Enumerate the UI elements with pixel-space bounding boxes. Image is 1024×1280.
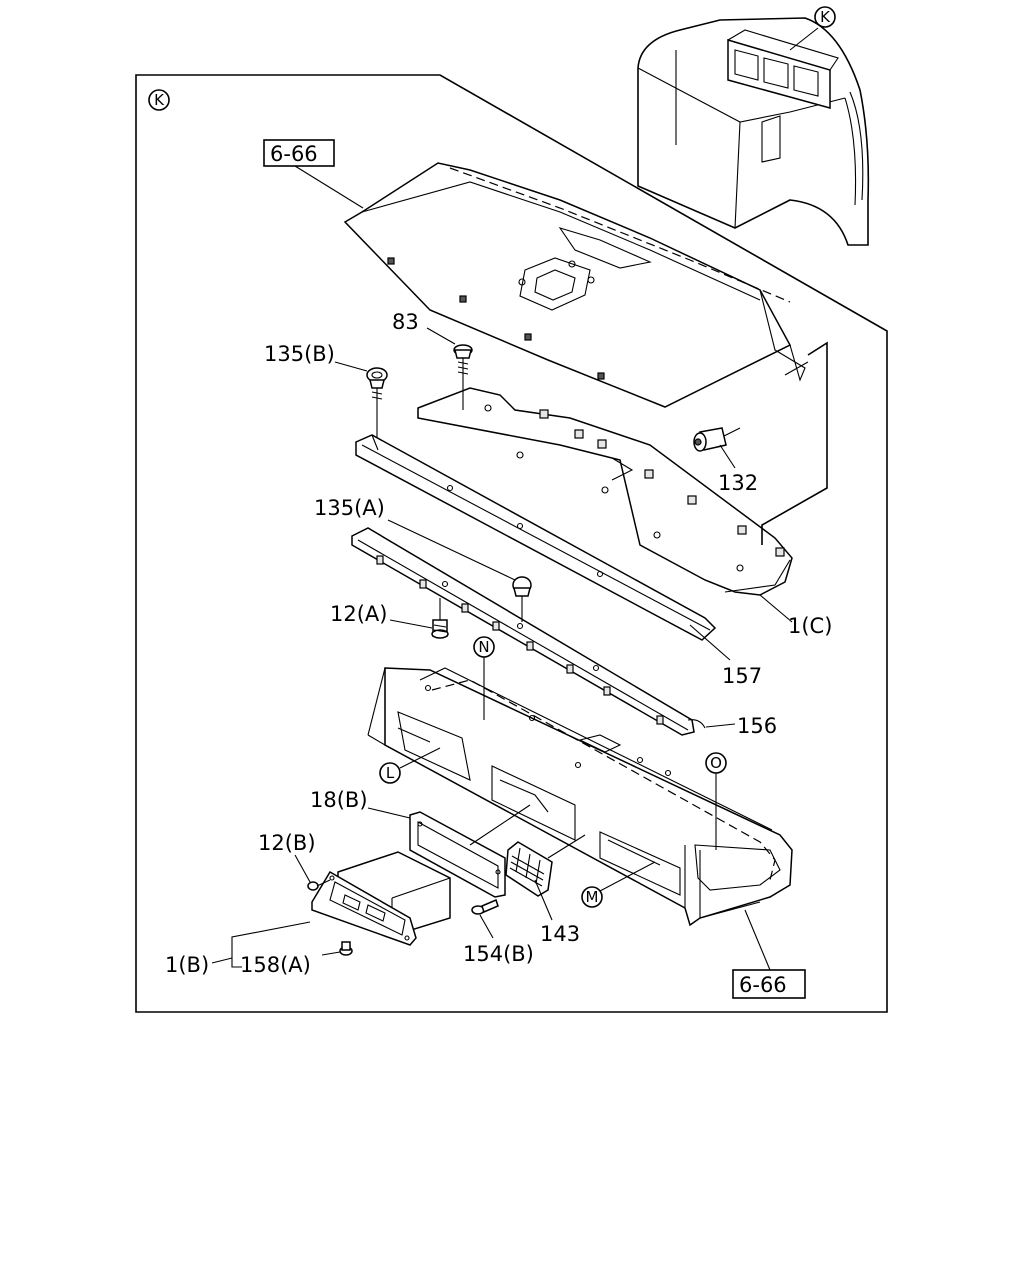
screw-12b [307, 879, 331, 891]
ref-bottom-label: 6-66 [739, 973, 787, 997]
cab-overview: K [637, 6, 870, 246]
clip-135a [512, 576, 532, 622]
console-tray [367, 667, 793, 927]
screw-154b [471, 898, 499, 915]
callout-o-label: O [710, 754, 722, 772]
callout-n-label: N [478, 638, 489, 656]
knob-158a [339, 941, 353, 956]
label-154b: 154(B) [463, 942, 534, 966]
ref-box-bottom [732, 969, 806, 999]
label-132: 132 [718, 471, 758, 495]
screw-135b [366, 367, 388, 405]
bezel-18b [409, 811, 506, 898]
bracket-plate-1c [417, 387, 793, 596]
label-158a: 158(A) [240, 953, 311, 977]
screw-83 [453, 344, 473, 378]
label-1c: 1(C) [788, 614, 832, 638]
grille-143 [505, 841, 553, 897]
label-135a: 135(A) [314, 496, 385, 520]
rail-156 [351, 527, 706, 736]
label-12a: 12(A) [330, 602, 387, 626]
ceiling-panel [343, 162, 806, 408]
bolt-12a [431, 598, 449, 639]
callout-l-label: L [386, 764, 395, 782]
label-83: 83 [392, 310, 419, 334]
detail-frame [135, 74, 888, 1013]
label-18b: 18(B) [310, 788, 368, 812]
trim-157 [355, 434, 717, 641]
callout-l [379, 762, 401, 784]
callout-k-frame-label: K [154, 91, 165, 109]
ref-box-top [263, 139, 335, 167]
label-12b: 12(B) [258, 831, 316, 855]
label-1b: 1(B) [165, 953, 209, 977]
callout-k-frame [148, 89, 170, 111]
callout-m-label: M [586, 888, 599, 906]
clip-132 [693, 427, 741, 452]
label-135b: 135(B) [264, 342, 335, 366]
radio-unit-1b [311, 851, 451, 946]
label-157: 157 [722, 664, 762, 688]
callout-k-top-label: K [820, 8, 831, 26]
label-156: 156 [737, 714, 777, 738]
callout-k-top [814, 6, 836, 28]
ref-top-label: 6-66 [270, 142, 318, 166]
callout-m [581, 886, 603, 908]
label-143: 143 [540, 922, 580, 946]
